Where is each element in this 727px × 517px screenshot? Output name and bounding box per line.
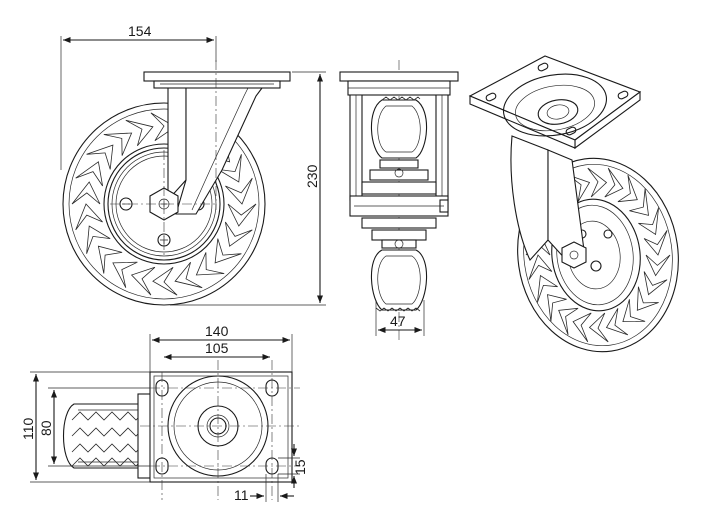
side-rim-outer <box>107 147 221 261</box>
dim-plate-width: 140 <box>205 323 229 339</box>
dim-overall-height: 230 <box>304 164 320 188</box>
isometric-view <box>468 55 679 353</box>
iso-axle-nut <box>561 241 587 269</box>
iso-fork-left <box>510 135 549 261</box>
dim-wheel-width: 47 <box>390 313 406 329</box>
dim-bolt-spacing-x: 105 <box>205 340 229 356</box>
side-view: 154 230 <box>60 23 326 306</box>
dim-slot-width: 11 <box>234 487 249 503</box>
side-top-plate <box>143 71 291 82</box>
dim-overall-width: 154 <box>128 23 152 39</box>
top-plate <box>149 371 293 483</box>
side-tire-outer-inner <box>68 108 260 300</box>
top-view: 140 105 110 80 11 15 <box>20 323 308 503</box>
iso-tire-inner <box>551 198 641 312</box>
dim-plate-length: 110 <box>20 417 36 440</box>
dim-slot-length: 15 <box>292 459 308 475</box>
side-swivel-bearing <box>153 80 281 89</box>
fork-leg-front <box>167 87 187 202</box>
front-tire-lower <box>370 249 428 311</box>
front-top-plate <box>339 71 459 82</box>
top-wheel <box>63 403 151 469</box>
side-tire-outer <box>62 102 266 306</box>
front-tire-upper <box>370 99 428 159</box>
dim-bolt-spacing-y: 80 <box>38 420 54 436</box>
side-tire-inner <box>103 143 225 265</box>
front-view: 47 <box>339 60 459 340</box>
iso-tire-outer <box>517 157 679 353</box>
